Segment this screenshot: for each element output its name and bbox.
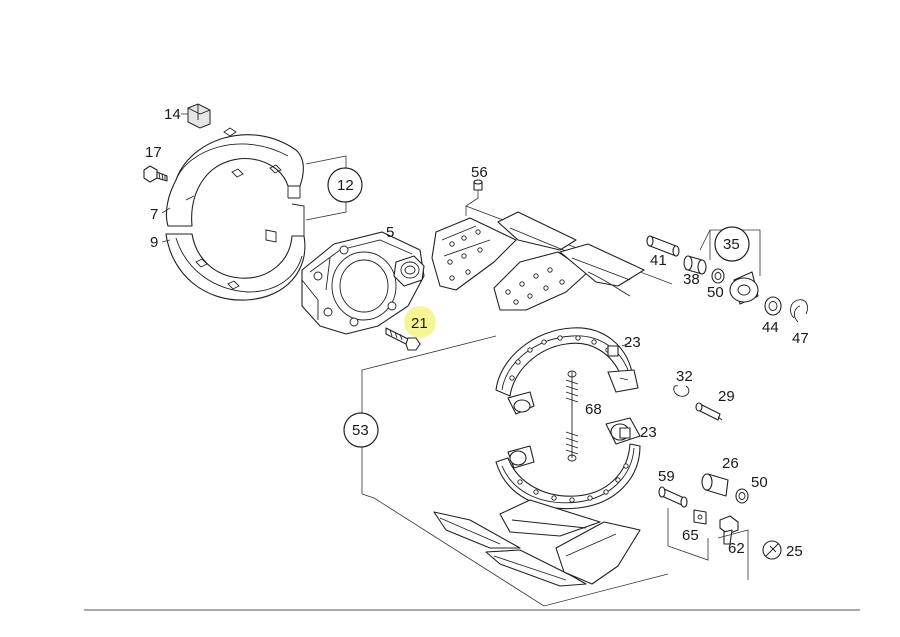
label-14: 14 [164,106,181,123]
label-38: 38 [683,271,700,288]
label-7: 7 [150,206,158,223]
part-25-tool-icon [762,540,782,560]
label-50-lower: 50 [751,474,768,491]
label-56: 56 [471,164,488,181]
label-32: 32 [676,368,693,385]
label-41: 41 [650,252,667,269]
label-9: 9 [150,234,158,251]
label-21: 21 [411,315,428,332]
label-25: 25 [786,543,803,560]
part-9-dust-shield-lower [165,203,306,301]
label-5: 5 [386,224,394,241]
part-68-return-spring [565,370,579,462]
label-59: 59 [658,468,675,485]
part-44-washer [764,296,782,316]
part-26-bushing [701,473,729,497]
label-53: 53 [352,422,369,439]
part-62-bolt [719,515,739,545]
lower-brake-shoe [495,417,641,510]
part-17-bolt [143,165,168,183]
callout-highlight-21 [404,306,436,338]
lower-brake-linings [433,499,641,587]
part-29-pin [695,402,723,421]
part-47-circlip [790,299,809,323]
part-23-pin-lower [619,427,631,439]
label-12: 12 [337,177,354,194]
label-23-upper: 23 [624,334,641,351]
label-68: 68 [585,401,602,418]
part-5-brake-carrier [301,231,425,335]
part-56-plug [473,179,483,191]
label-62: 62 [728,540,745,557]
label-44: 44 [762,319,779,336]
callout-circle-12 [327,167,363,203]
part-65-tab-washer [693,509,707,525]
part-38-bushing [683,255,707,275]
part-14-clip [187,103,211,129]
upper-brake-shoe [495,327,639,415]
part-21-bolt [385,327,421,351]
label-35: 35 [723,236,740,253]
part-41-pin [646,235,680,257]
part-32-clip [673,385,690,397]
label-26: 26 [722,455,739,472]
label-50-upper: 50 [707,284,724,301]
upper-brake-linings [431,211,645,311]
label-23-lower: 23 [640,424,657,441]
part-35-roller [729,271,759,305]
callout-circle-53 [343,412,379,448]
part-59-bolt [658,486,688,508]
part-7-dust-shield-upper [165,127,304,227]
label-65: 65 [682,527,699,544]
label-47: 47 [792,330,809,347]
part-23-pin-upper [607,345,619,357]
label-29: 29 [718,388,735,405]
part-50-washer-upper [711,268,725,284]
part-50-washer-lower [735,488,749,504]
callout-circle-35 [714,226,750,262]
label-17: 17 [145,144,162,161]
